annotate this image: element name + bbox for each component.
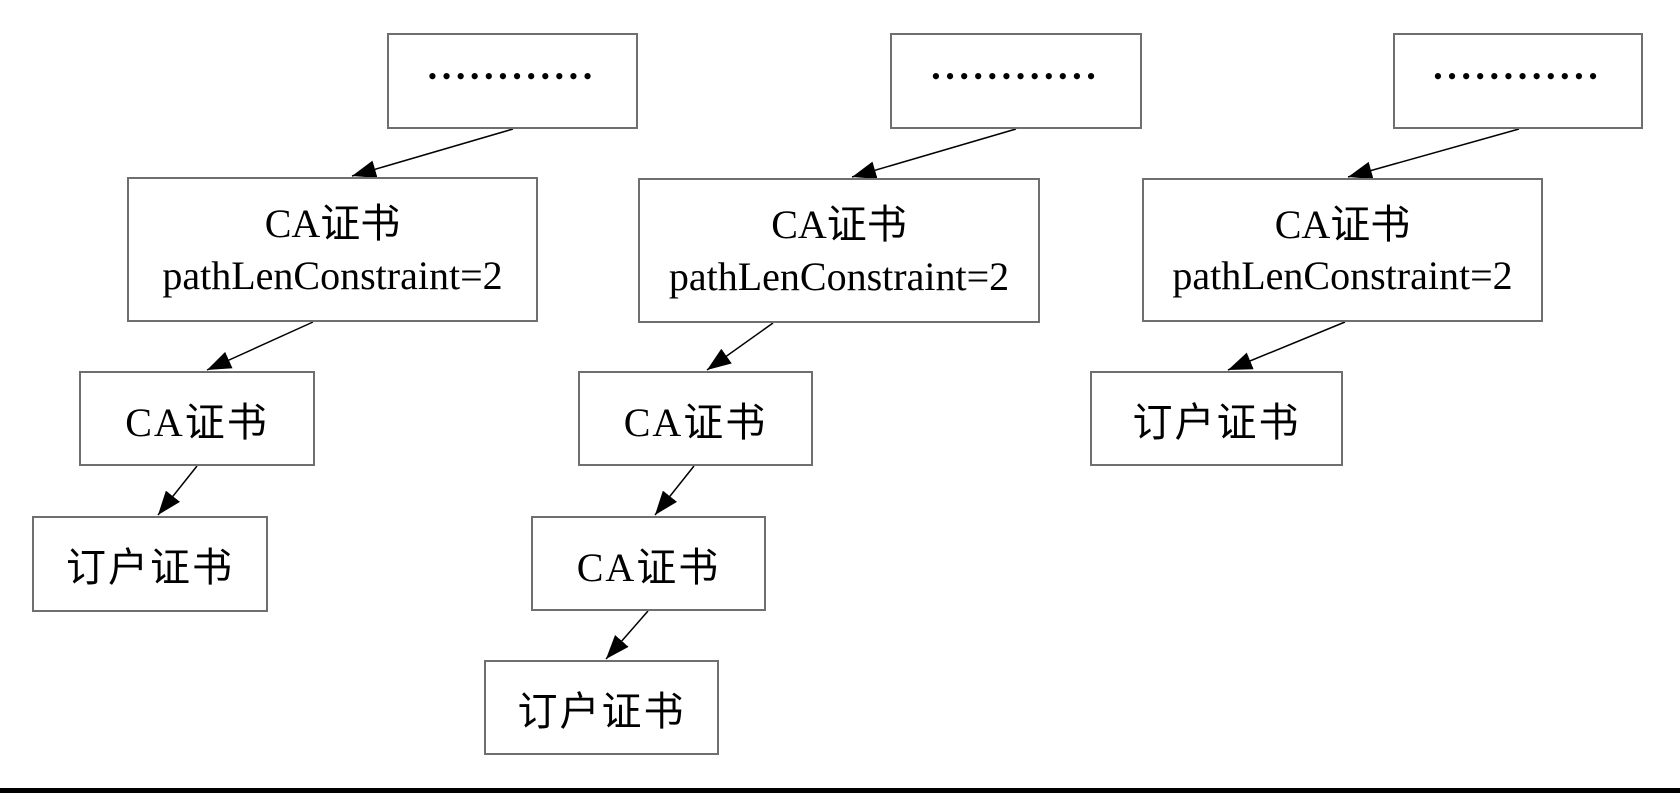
arrow-c1-root-to-pathlen [351, 128, 514, 178]
c2-ca-cert-box-1: CA证书 [578, 371, 813, 466]
subscriber-cert-label: 订户证书 [1132, 399, 1301, 445]
ellipsis-dots: •••••••••••• [427, 62, 598, 91]
ca-cert-label: CA证书 [623, 399, 768, 445]
c2-subscriber-cert-box: 订户证书 [484, 660, 719, 755]
pathlen-constraint-label: pathLenConstraint=2 [162, 252, 503, 298]
arrow-c1-ca-to-subscriber [157, 465, 198, 516]
ca-cert-label: CA证书 [1274, 201, 1411, 247]
arrow-c1-pathlen-to-ca [206, 321, 314, 371]
arrow-c3-root-to-pathlen [1347, 128, 1520, 180]
ellipsis-dots: •••••••••••• [1433, 62, 1603, 91]
arrow-c3-pathlen-to-subscriber [1227, 321, 1346, 371]
subscriber-cert-label: 订户证书 [517, 688, 686, 734]
arrow-c2-ca2-to-subscriber [605, 610, 649, 660]
c1-ca-cert-box: CA证书 [79, 371, 315, 466]
c1-ca-pathlen-box: CA证书 pathLenConstraint=2 [127, 177, 538, 322]
arrow-c2-ca1-to-ca2 [654, 465, 695, 516]
arrow-c2-root-to-pathlen [851, 128, 1017, 179]
ca-cert-label: CA证书 [264, 201, 401, 247]
c1-root-ellipsis-box: •••••••••••• [387, 33, 638, 129]
c3-subscriber-cert-box: 订户证书 [1090, 371, 1343, 466]
pathlen-constraint-label: pathLenConstraint=2 [1172, 253, 1513, 298]
ca-cert-label: CA证书 [771, 202, 907, 248]
ellipsis-dots: •••••••••••• [931, 62, 1101, 91]
c3-ca-pathlen-box: CA证书 pathLenConstraint=2 [1142, 178, 1543, 322]
arrow-c2-pathlen-to-ca1 [706, 322, 774, 371]
c1-subscriber-cert-box: 订户证书 [32, 516, 268, 612]
ca-cert-label: CA证书 [125, 399, 269, 445]
c3-root-ellipsis-box: •••••••••••• [1393, 33, 1643, 129]
ca-cert-label: CA证书 [576, 544, 721, 590]
bottom-divider-rule [0, 788, 1680, 793]
c2-ca-pathlen-box: CA证书 pathLenConstraint=2 [638, 178, 1040, 323]
c2-ca-cert-box-2: CA证书 [531, 516, 766, 611]
c2-root-ellipsis-box: •••••••••••• [890, 33, 1142, 129]
pathlen-constraint-label: pathLenConstraint=2 [668, 253, 1010, 299]
subscriber-cert-label: 订户证书 [66, 545, 234, 590]
